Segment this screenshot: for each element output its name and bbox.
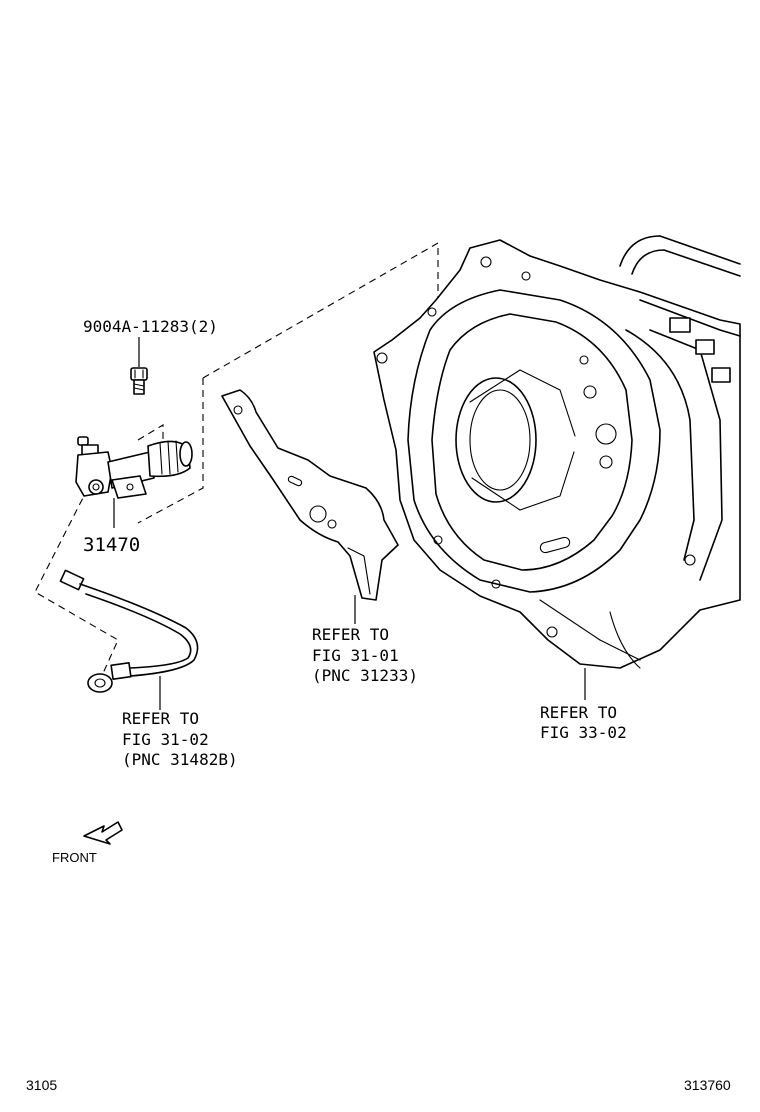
bolt-part[interactable] — [130, 337, 148, 395]
fork-callout-line3: (PNC 31233) — [312, 666, 418, 685]
housing-callout-line2: FIG 33-02 — [540, 723, 627, 742]
cylinder-callout[interactable]: 31470 — [83, 534, 140, 556]
release-fork-part[interactable] — [221, 389, 399, 624]
footer-right-code: 313760 — [684, 1077, 731, 1093]
bolt-callout[interactable]: 9004A-11283(2) — [83, 317, 218, 336]
front-arrow-icon — [83, 821, 123, 845]
housing-callout-line1: REFER TO — [540, 703, 617, 722]
footer-left-code: 3105 — [26, 1077, 57, 1093]
release-cylinder-part[interactable] — [75, 436, 193, 528]
hose-callout-line2: FIG 31-02 — [122, 730, 209, 749]
front-label: FRONT — [52, 850, 97, 865]
dashed-alignment-lines — [34, 242, 439, 681]
fork-callout-line1: REFER TO — [312, 625, 389, 644]
hose-callout-line1: REFER TO — [122, 709, 199, 728]
hose-part[interactable] — [59, 569, 199, 710]
hose-callout-line3: (PNC 31482B) — [122, 750, 238, 769]
bell-housing-part[interactable] — [373, 235, 741, 700]
fork-callout-line2: FIG 31-01 — [312, 646, 399, 665]
